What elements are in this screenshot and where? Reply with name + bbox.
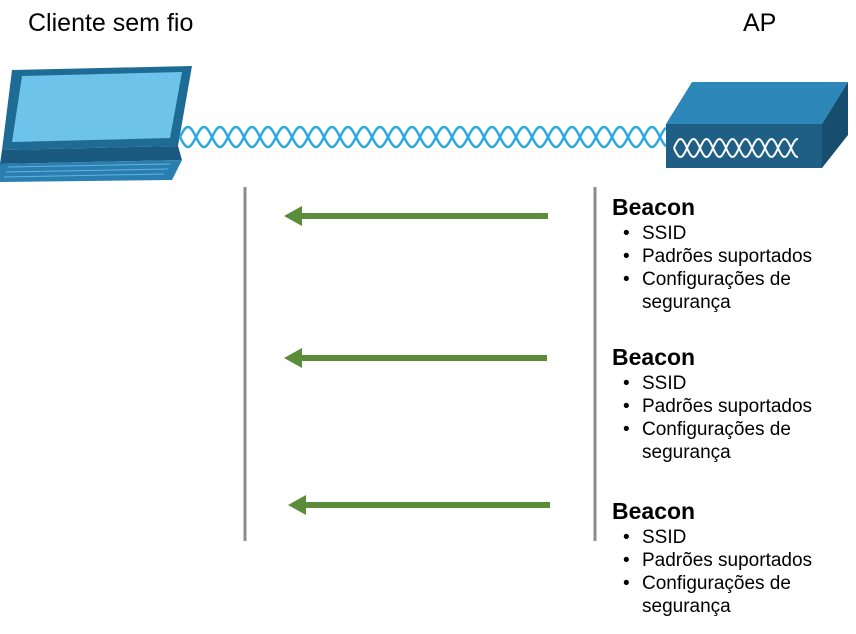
beacon-item-security: Configurações de segurança: [612, 418, 852, 464]
wireless-wave-icon: [178, 125, 667, 149]
ap-title: AP: [743, 9, 777, 37]
beacon-frame: Beacon SSID Padrões suportados Configura…: [612, 344, 852, 464]
beacon-frame: Beacon SSID Padrões suportados Configura…: [612, 498, 852, 618]
beacon-contents: SSID Padrões suportados Configurações de…: [612, 222, 852, 314]
beacon-arrow: [284, 206, 548, 226]
beacon-item-ssid: SSID: [612, 526, 852, 549]
beacon-item-standards: Padrões suportados: [612, 245, 852, 268]
beacon-item-ssid: SSID: [612, 222, 852, 245]
beacon-arrow: [288, 495, 550, 515]
beacon-contents: SSID Padrões suportados Configurações de…: [612, 372, 852, 464]
laptop-icon: [0, 66, 192, 182]
beacon-item-standards: Padrões suportados: [612, 549, 852, 572]
beacon-item-security: Configurações de segurança: [612, 572, 852, 618]
client-title: Cliente sem fio: [28, 9, 194, 37]
access-point-icon: [666, 82, 848, 168]
beacon-item-ssid: SSID: [612, 372, 852, 395]
beacon-contents: SSID Padrões suportados Configurações de…: [612, 526, 852, 618]
beacon-title: Beacon: [612, 344, 696, 370]
beacon-item-standards: Padrões suportados: [612, 395, 852, 418]
beacon-item-security: Configurações de segurança: [612, 268, 852, 314]
beacon-title: Beacon: [612, 194, 696, 220]
beacon-frame: Beacon SSID Padrões suportados Configura…: [612, 194, 852, 314]
beacon-title: Beacon: [612, 498, 696, 524]
beacon-arrow: [284, 348, 547, 368]
